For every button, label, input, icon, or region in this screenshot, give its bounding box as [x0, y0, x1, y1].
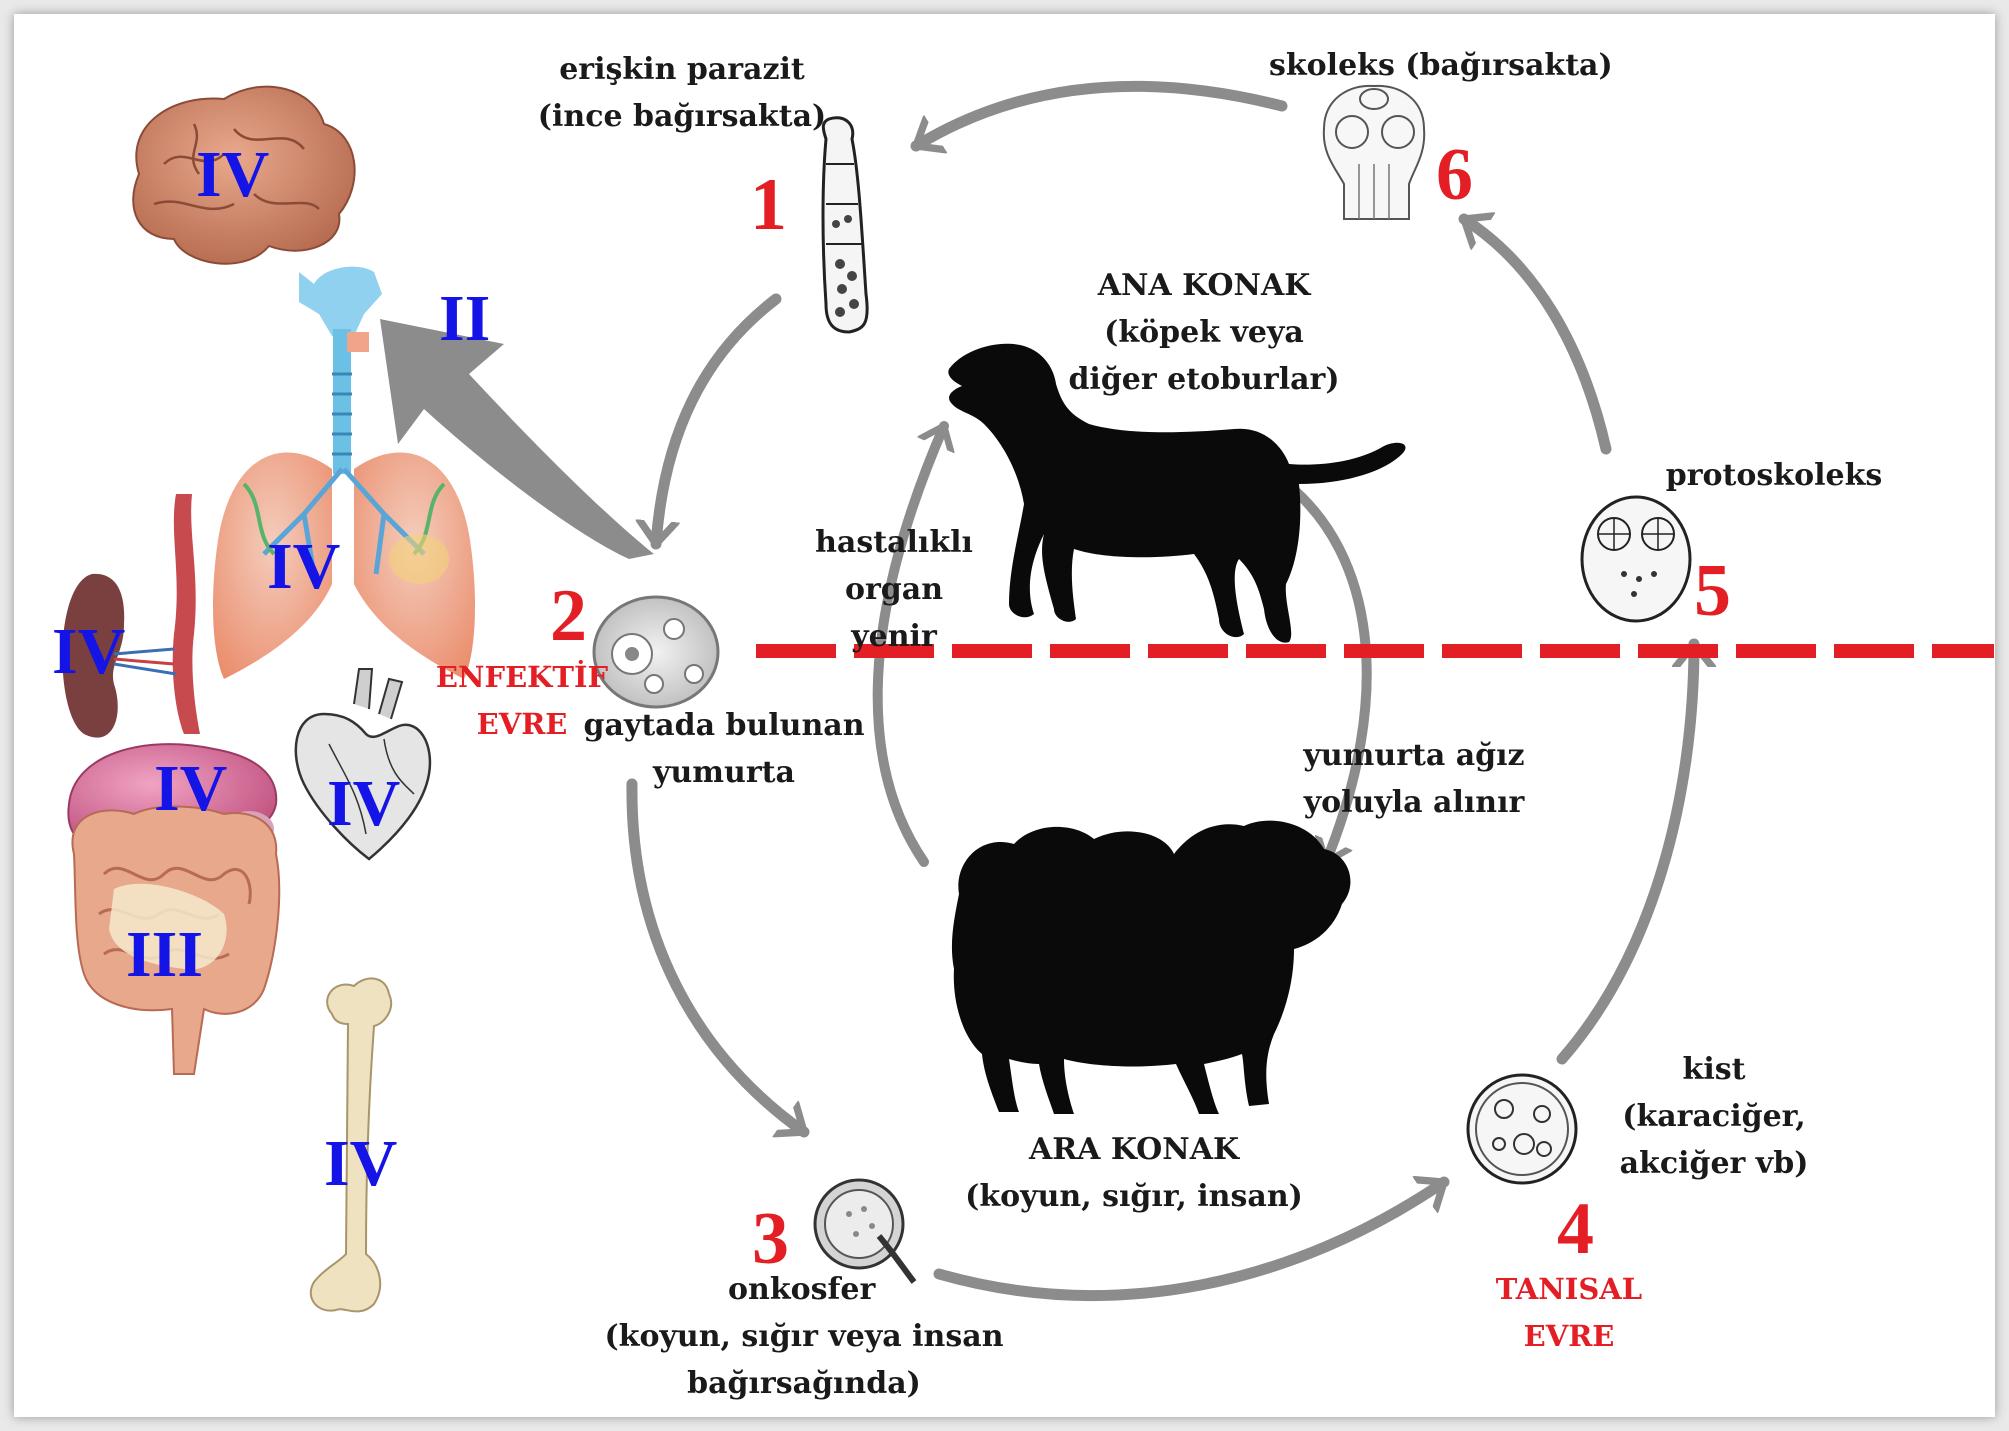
kidney-stage-label: IV [52, 619, 125, 685]
stage-1-label: erişkin parazit (ince bağırsakta) [532, 46, 832, 140]
intermediate-host-label: ARA KONAK (koyun, sığır, insan) [954, 1126, 1314, 1220]
definitive-host-label: ANA KONAK (köpek veya diğer etoburlar) [1054, 262, 1354, 403]
egg-oral-label: yumurta ağız yoluyla alınır [1284, 732, 1544, 826]
diagram-card: 1 2 3 4 5 6 erişkin parazit (ince bağırs… [14, 14, 1995, 1417]
stage-4-label-line1: kist [1604, 1046, 1824, 1093]
intermediate-host-title: ARA KONAK [954, 1126, 1314, 1173]
protoscolex-icon [1582, 497, 1690, 621]
brain-stage-label: IV [196, 142, 269, 208]
stage-4-label: kist (karaciğer, akciğer vb) [1604, 1046, 1824, 1187]
stage-4-label-line2: (karaciğer, [1604, 1093, 1824, 1140]
stage-5-label-line1: protoskoleks [1664, 452, 1884, 499]
definitive-host-line2: (köpek veya [1054, 309, 1354, 356]
intermediate-host-line2: (koyun, sığır, insan) [954, 1173, 1314, 1220]
respiratory-tract-icon [299, 267, 382, 474]
arrow-5-to-6 [1464, 219, 1606, 449]
arrow-1-to-2 [656, 299, 776, 544]
esophagus-icon [173, 494, 200, 734]
stage-number-4: 4 [1557, 1192, 1594, 1266]
stage-3-label: onkosfer (koyun, sığır veya insan bağırs… [594, 1266, 1014, 1407]
stage-number-6: 6 [1436, 138, 1473, 212]
stage-number-3: 3 [752, 1202, 789, 1276]
stage-6-label-line1: skoleks (bağırsakta) [1269, 42, 1609, 89]
stage-4-label-line3: akciğer vb) [1604, 1140, 1824, 1187]
arrow-6-to-1 [916, 86, 1282, 146]
arrow-2-to-3 [632, 784, 804, 1132]
stage-5-label: protoskoleks [1664, 452, 1884, 499]
stage-1-label-line2: (ince bağırsakta) [532, 93, 832, 140]
stage-3-label-line3: bağırsağında) [594, 1360, 1014, 1407]
diagnostic-stage-note-line1: TANISAL [1469, 1266, 1669, 1313]
stage-number-1: 1 [750, 168, 787, 242]
scolex-icon [1324, 86, 1424, 219]
stage-3-label-line2: (koyun, sığır veya insan [594, 1313, 1014, 1360]
definitive-host-title: ANA KONAK [1054, 262, 1354, 309]
intestines-stage-label: III [126, 922, 203, 988]
infective-stage-note: ENFEKTİF EVRE [422, 654, 622, 748]
hydatid-cyst-icon [1468, 1075, 1576, 1183]
eat-organ-line2: organ [794, 566, 994, 613]
infective-stage-note-line2: EVRE [422, 701, 622, 748]
diagnostic-stage-note-line2: EVRE [1469, 1313, 1669, 1360]
eat-organ-line3: yenir [794, 613, 994, 660]
stage-6-label: skoleks (bağırsakta) [1269, 42, 1609, 89]
adult-tapeworm-icon [823, 118, 867, 332]
stage-number-2: 2 [550, 579, 587, 653]
lungs-stage-label: IV [267, 534, 340, 600]
airway-stage-label: II [439, 286, 490, 352]
arrow-4-to-5 [1562, 644, 1694, 1059]
diagnostic-stage-note: TANISAL EVRE [1469, 1266, 1669, 1360]
stage-1-label-line1: erişkin parazit [532, 46, 832, 93]
stage-2-label-line2: yumurta [574, 749, 874, 796]
egg-oral-line2: yoluyla alınır [1284, 779, 1544, 826]
infective-stage-note-line1: ENFEKTİF [422, 654, 622, 701]
lungs-icon [213, 452, 475, 679]
eat-organ-label: hastalıklı organ yenir [794, 519, 994, 660]
egg-oral-line1: yumurta ağız [1284, 732, 1544, 779]
stage-3-label-line1: onkosfer [594, 1266, 1014, 1313]
definitive-host-line3: diğer etoburlar) [1054, 356, 1354, 403]
sheep-silhouette-icon [952, 821, 1351, 1114]
bone-stage-label: IV [324, 1131, 397, 1197]
liver-stage-label: IV [154, 756, 227, 822]
stage-number-5: 5 [1694, 554, 1731, 628]
heart-stage-label: IV [327, 771, 400, 837]
eat-organ-line1: hastalıklı [794, 519, 994, 566]
